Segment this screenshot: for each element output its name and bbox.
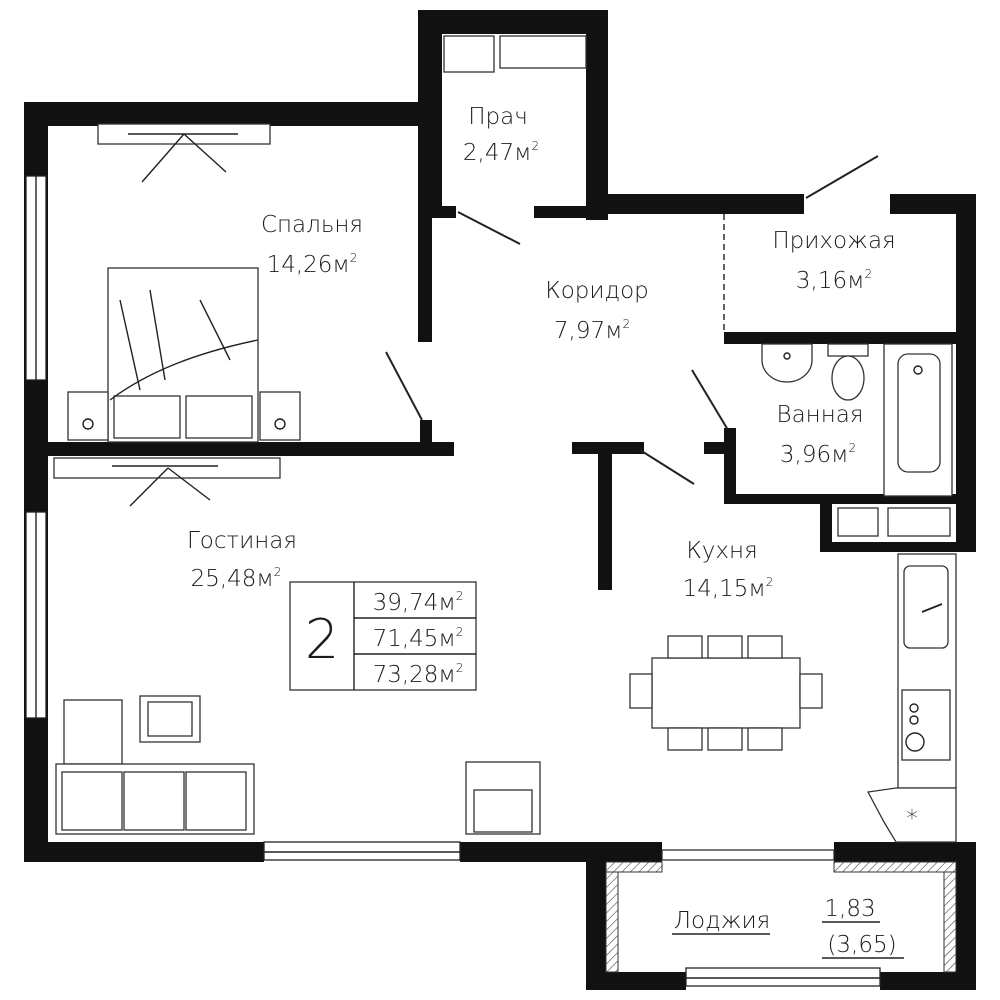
laundry-name: Прач — [468, 104, 528, 130]
laundry-shelves — [443, 35, 587, 73]
tv — [139, 695, 201, 743]
svg-text:71,45м2: 71,45м2 — [373, 625, 464, 652]
niche-shelves — [837, 507, 951, 537]
total-area-with-loggia: 73,28 — [373, 662, 439, 688]
toilet — [827, 343, 869, 401]
living-area-total: 39,74 — [373, 590, 439, 616]
svg-text:2,47м2: 2,47м2 — [463, 139, 539, 166]
loggia-area: 1,83 — [824, 896, 875, 922]
sofa — [55, 699, 255, 835]
kitchen-name: Кухня — [686, 538, 757, 564]
corridor-name: Коридор — [545, 278, 649, 304]
windows — [25, 175, 881, 987]
washbasin — [761, 343, 813, 383]
rooms-count: 2 — [305, 608, 339, 671]
total-area: 71,45 — [373, 626, 439, 652]
bed — [107, 267, 259, 443]
doors — [385, 155, 879, 485]
loggia-area-full: (3,65) — [827, 932, 896, 958]
fridge-symbol: * — [906, 806, 918, 832]
label-laundry: Прач 2,47м2 — [463, 104, 539, 166]
nightstand-right — [259, 391, 301, 441]
living-ac-unit — [53, 457, 281, 507]
svg-text:14,26м2: 14,26м2 — [267, 251, 358, 278]
kitchen-area: 14,15 — [683, 576, 749, 602]
label-kitchen: Кухня 14,15м2 — [683, 538, 774, 602]
laundry-area: 2,47 — [463, 140, 514, 166]
living-area: 25,48 — [191, 566, 257, 592]
bedroom-name: Спальня — [261, 212, 363, 238]
nightstand-left — [67, 391, 109, 441]
label-hallway: Прихожая 3,16м2 — [772, 228, 895, 294]
kitchen-counter — [897, 553, 957, 789]
fridge: * — [866, 787, 957, 843]
bedroom-area: 14,26 — [267, 252, 333, 278]
label-bathroom: Ванная 3,96м2 — [777, 402, 864, 468]
svg-text:3,96м2: 3,96м2 — [780, 441, 856, 468]
label-living: Гостиная 25,48м2 — [187, 528, 297, 592]
bathroom-name: Ванная — [777, 402, 864, 428]
living-name: Гостиная — [187, 528, 297, 554]
bathtub — [883, 343, 953, 497]
label-bedroom: Спальня 14,26м2 — [261, 212, 363, 278]
svg-text:39,74м2: 39,74м2 — [373, 589, 464, 616]
label-corridor: Коридор 7,97м2 — [545, 278, 649, 344]
hallway-area: 3,16 — [796, 268, 847, 294]
hallway-name: Прихожая — [772, 228, 895, 254]
armchair — [465, 761, 541, 835]
svg-text:3,16м2: 3,16м2 — [796, 267, 872, 294]
bathroom-area: 3,96 — [780, 442, 831, 468]
bedroom-ac-unit — [97, 123, 271, 183]
svg-text:73,28м2: 73,28м2 — [373, 661, 464, 688]
svg-text:7,97м2: 7,97м2 — [554, 317, 630, 344]
loggia-name: Лоджия — [674, 908, 771, 934]
corridor-area: 7,97 — [554, 318, 605, 344]
area-summary-table: 2 39,74м2 71,45м2 73,28м2 — [289, 581, 477, 691]
svg-text:25,48м2: 25,48м2 — [191, 565, 282, 592]
loggia-parapet — [605, 861, 957, 973]
label-loggia: Лоджия 1,83 (3,65) — [672, 896, 904, 959]
dining-table — [629, 635, 823, 751]
svg-text:14,15м2: 14,15м2 — [683, 575, 774, 602]
